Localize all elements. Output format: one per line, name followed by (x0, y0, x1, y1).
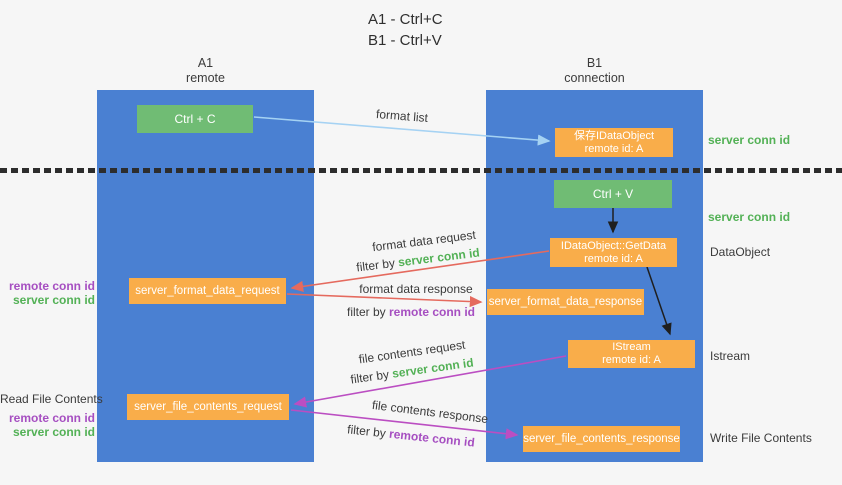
save-dataobject-node: 保存IDataObject remote id: A (555, 128, 673, 157)
ctrl-v-label: Ctrl + V (592, 186, 634, 201)
istream-side-label: Istream (710, 349, 751, 363)
istream-line1: IStream (612, 341, 651, 353)
server-file-contents-request-label: server_file_contents_request (134, 400, 282, 413)
filter-by-text: filter by (346, 422, 390, 441)
dataobject-side-label: DataObject (710, 245, 771, 259)
column-b-header: B1 connection (486, 56, 703, 86)
filter-by-remote-conn-id-label-2: filter by remote conn id (347, 422, 476, 449)
format-data-response-label: format data response (359, 282, 473, 296)
dashed-divider (0, 168, 842, 173)
istream-line2: remote id: A (602, 354, 661, 366)
title-line-ctrl-c: A1 - Ctrl+C (368, 11, 443, 28)
remote-conn-id-side-label-1: remote conn id (8, 279, 95, 293)
column-a-role: remote (186, 71, 225, 85)
save-dataobject-line1: 保存IDataObject (573, 129, 655, 142)
write-file-contents-label: Write File Contents (710, 431, 812, 445)
ctrl-v-node: Ctrl + V (554, 180, 672, 208)
server-file-contents-response-node: server_file_contents_response (523, 426, 680, 452)
ctrl-c-node: Ctrl + C (137, 105, 253, 133)
column-b-role: connection (564, 71, 625, 85)
filter-by-text: filter by (346, 305, 389, 319)
server-file-contents-request-node: server_file_contents_request (127, 394, 289, 420)
read-file-contents-label: Read File Contents (0, 392, 103, 406)
server-format-data-request-label: server_format_data_request (135, 284, 280, 297)
getdata-line2: remote id: A (584, 252, 643, 265)
istream-node: IStream remote id: A (568, 340, 695, 368)
server-conn-id-side-label-2: server conn id (708, 210, 791, 224)
save-dataobject-line2: remote id: A (584, 142, 644, 155)
server-conn-id-side-label-1: server conn id (708, 133, 791, 147)
filter-by-remote-conn-id-label-1: filter by remote conn id (347, 305, 475, 319)
format-list-label: format list (375, 106, 429, 126)
column-a-id: A1 (197, 56, 214, 70)
server-format-data-response-label: server_format_data_response (488, 295, 643, 308)
server-file-contents-response-label: server_file_contents_response (523, 432, 680, 445)
server-conn-id-side-label-4: server conn id (12, 425, 95, 439)
remote-conn-id-side-label-2: remote conn id (8, 411, 95, 425)
getdata-line1: IDataObject::GetData (560, 239, 667, 252)
column-a-header: A1 remote (97, 56, 314, 86)
remote-conn-id-text: remote conn id (388, 426, 476, 450)
filter-by-text: filter by (355, 255, 399, 275)
file-contents-response-label: file contents response (371, 397, 489, 427)
diagram-title: A1 - Ctrl+C B1 - Ctrl+V (368, 9, 443, 51)
ctrl-c-label: Ctrl + C (174, 111, 216, 126)
title-line-ctrl-v: B1 - Ctrl+V (368, 32, 442, 49)
remote-conn-id-text: remote conn id (389, 305, 476, 319)
server-format-data-request-node: server_format_data_request (129, 278, 286, 304)
server-conn-id-side-label-3: server conn id (12, 293, 95, 307)
server-format-data-response-node: server_format_data_response (487, 289, 644, 315)
filter-by-text: filter by (349, 366, 394, 387)
getdata-node: IDataObject::GetData remote id: A (550, 238, 677, 267)
column-b-id: B1 (586, 56, 603, 70)
